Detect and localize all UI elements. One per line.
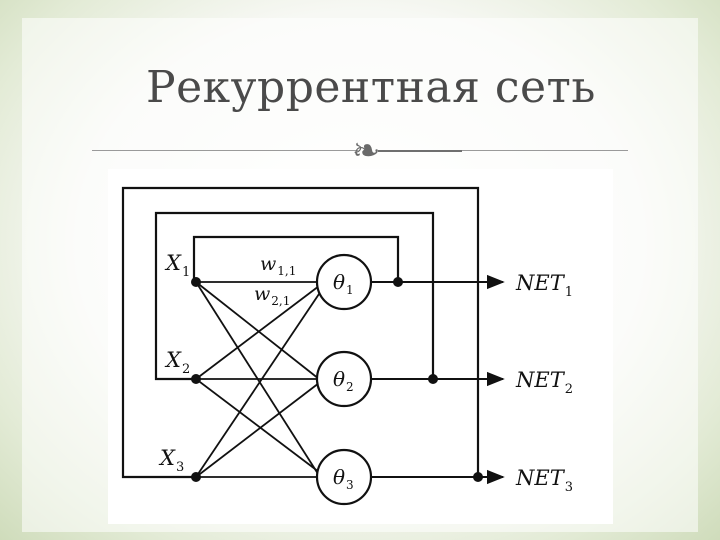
output-label-3: NET3 [515,466,573,495]
recurrent-network-diagram: X1 X2 X3 w1,1 w2,1 θ1 θ2 θ3 NET1 NET2 NE… [121,186,573,506]
weight-label-1-1: w1,1 [260,253,296,278]
feedback-loop-middle [154,211,435,381]
junction-dots [191,277,483,482]
input-label-2: X2 [164,348,190,377]
output-label-2: NET2 [515,368,573,397]
input-label-1: X1 [164,251,190,280]
branch-node-1 [393,277,403,287]
input-node-1 [191,277,201,287]
neuron-label-2: θ2 [333,367,354,394]
connection-3-2 [195,382,320,478]
connection-3-1 [195,290,322,478]
connection-2-3 [195,378,320,473]
branch-node-3 [473,472,483,482]
title-divider-left [92,150,358,151]
title-divider-accent [378,150,462,152]
ornament-icon: ❧ [352,131,381,171]
neuron-label-3: θ3 [333,465,354,492]
input-label-3: X3 [158,446,184,475]
feedback-loops [121,186,480,479]
weight-connections [195,281,322,478]
connection-2-1 [195,285,320,380]
slide-title: Рекуррентная сеть [146,62,596,113]
connection-1-2 [195,281,320,380]
title-divider-right [392,150,628,151]
branch-node-2 [428,374,438,384]
input-node-2 [191,374,201,384]
input-node-3 [191,472,201,482]
feedback-loop-outer [121,186,480,479]
weight-label-2-1: w2,1 [254,283,290,308]
network-figure: X1 X2 X3 w1,1 w2,1 θ1 θ2 θ3 NET1 NET2 NE… [108,169,613,524]
output-label-1: NET1 [515,271,573,300]
neuron-label-1: θ1 [333,270,354,297]
